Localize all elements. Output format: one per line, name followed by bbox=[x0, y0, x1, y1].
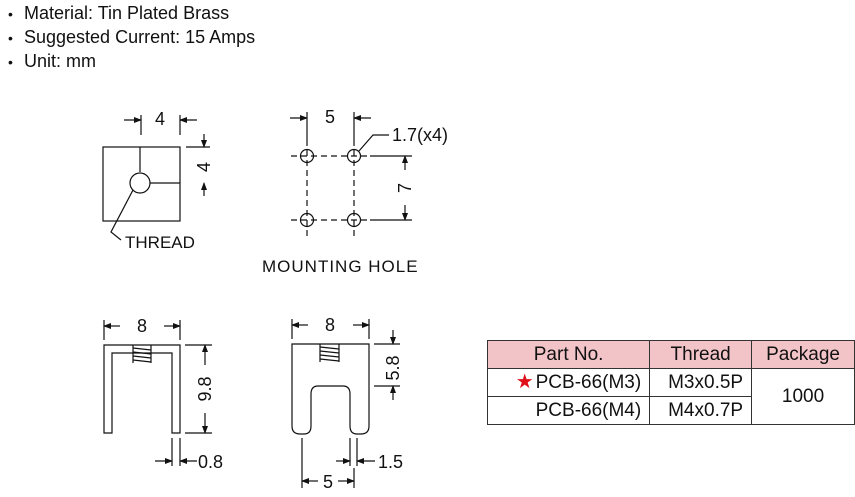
side-height-label: 9.8 bbox=[195, 376, 215, 401]
front-slot-label: 5.8 bbox=[383, 355, 403, 380]
spec-material: Material: Tin Plated Brass bbox=[8, 2, 255, 26]
table-header-row: Part No. Thread Package bbox=[486, 340, 855, 369]
top-width-label: 4 bbox=[155, 109, 165, 129]
side-view-body bbox=[103, 344, 181, 434]
side-width-label: 8 bbox=[137, 316, 147, 336]
thread-cell: M4x0.7P bbox=[649, 396, 753, 425]
hole-leader bbox=[358, 134, 389, 152]
header-thread: Thread bbox=[649, 340, 753, 369]
spec-current: Suggested Current: 15 Amps bbox=[8, 26, 255, 50]
mounting-hole-caption: MOUNTING HOLE bbox=[262, 257, 419, 276]
part-number: PCB-66(M4) bbox=[535, 399, 642, 421]
thread-cell: M3x0.5P bbox=[649, 368, 753, 397]
part-cell: ★PCB-66(M3) bbox=[486, 368, 651, 397]
mount-hole-label: 1.7(x4) bbox=[392, 125, 448, 145]
part-number: PCB-66(M3) bbox=[535, 372, 642, 393]
spec-list: Material: Tin Plated Brass Suggested Cur… bbox=[8, 2, 255, 74]
part-cell: PCB-66(M4) bbox=[486, 396, 651, 425]
header-part-no: Part No. bbox=[486, 340, 651, 369]
front-view-body bbox=[291, 343, 370, 435]
mount-pitch-y-label: 7 bbox=[395, 183, 415, 193]
top-view bbox=[102, 115, 210, 241]
package-cell: 1000 bbox=[751, 368, 855, 425]
top-view-body bbox=[102, 146, 181, 222]
top-offset-label: 4 bbox=[194, 162, 214, 172]
thread-leader bbox=[110, 189, 134, 241]
side-thickness-label: 0.8 bbox=[198, 452, 223, 472]
front-leg-pitch-label: 5 bbox=[323, 472, 333, 492]
mounting-hole-view bbox=[290, 112, 412, 236]
thread-label: THREAD bbox=[125, 233, 195, 252]
header-package: Package bbox=[751, 340, 855, 369]
star-icon: ★ bbox=[515, 371, 534, 393]
table-row: ★PCB-66(M3) M3x0.5P 1000 bbox=[486, 368, 855, 425]
mount-pitch-x-label: 5 bbox=[325, 107, 335, 127]
front-width-label: 8 bbox=[325, 315, 335, 335]
front-leg-width-label: 1.5 bbox=[378, 452, 403, 472]
side-view bbox=[103, 320, 212, 466]
spec-unit: Unit: mm bbox=[8, 50, 255, 74]
table-row: PCB-66(M4) M4x0.7P bbox=[486, 396, 855, 425]
parts-table: Part No. Thread Package ★PCB-66(M3) M3x0… bbox=[486, 340, 855, 425]
front-view bbox=[291, 319, 400, 488]
